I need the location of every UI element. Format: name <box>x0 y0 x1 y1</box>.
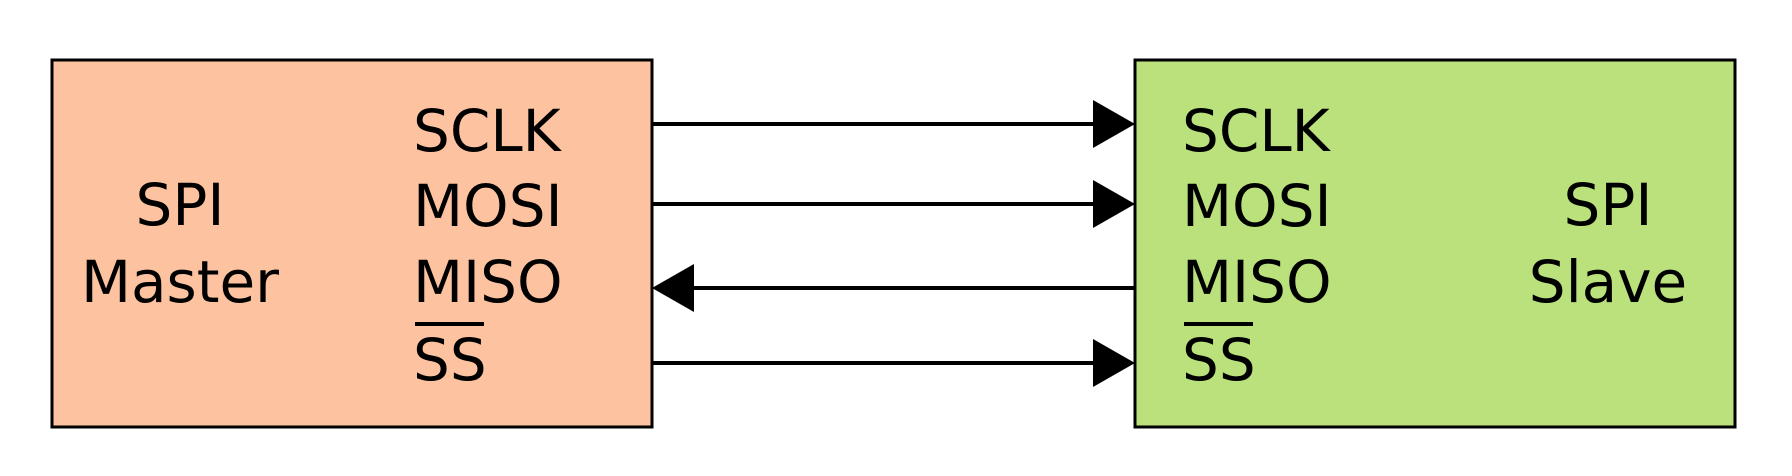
slave-pin-ss: SS <box>1182 326 1256 394</box>
master-title-line2: Master <box>81 248 279 316</box>
master-pin-sclk: SCLK <box>413 97 563 165</box>
mosi-arrowhead <box>1093 180 1135 228</box>
sclk-arrowhead <box>1093 100 1135 148</box>
miso-arrowhead <box>652 264 694 312</box>
slave-pin-sclk: SCLK <box>1182 97 1332 165</box>
slave-box <box>1133 58 1737 429</box>
master-pin-miso: MISO <box>413 248 563 316</box>
slave-title-line1: SPI <box>1564 171 1653 239</box>
master-pin-mosi: MOSI <box>413 172 563 240</box>
slave-pin-mosi: MOSI <box>1182 172 1332 240</box>
slave-title-line2: Slave <box>1529 248 1687 316</box>
slave-pin-miso: MISO <box>1182 248 1332 316</box>
master-box <box>50 58 654 429</box>
ss-arrowhead <box>1093 339 1135 387</box>
master-title-line1: SPI <box>136 171 225 239</box>
master-pin-ss: SS <box>413 326 487 394</box>
